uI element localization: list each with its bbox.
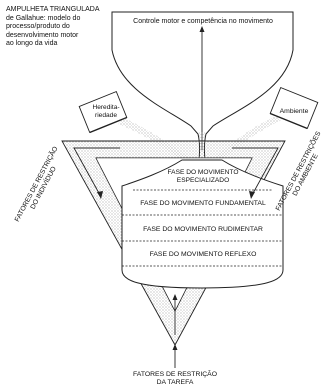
left-flow-arrow-head-icon xyxy=(97,191,103,199)
bottom-label-line2: DA TAREFA xyxy=(157,379,194,386)
phase-rudimentary: FASE DO MOVIMENTO RUDIMENTAR xyxy=(143,226,263,233)
heredity-label-line2: riedade xyxy=(95,112,117,119)
environment-label: Ambiente xyxy=(280,108,309,115)
phase-specialized-line2: ESPECIALIZADO xyxy=(177,177,229,184)
svg-text:FATORES DE RESTRIÇÃO: FATORES DE RESTRIÇÃO xyxy=(12,145,59,223)
center-up-arrow-head-icon xyxy=(172,294,178,300)
environment-bucket xyxy=(269,86,319,130)
right-flow-arrow xyxy=(232,147,279,196)
top-label: Controle motor e competência no moviment… xyxy=(133,18,273,25)
phase-reflex: FASE DO MOVIMENTO REFLEXO xyxy=(150,251,257,258)
right-flow-arrow-head-icon xyxy=(249,191,255,199)
bottom-label-line1: FATORES DE RESTRIÇÃO xyxy=(133,369,217,378)
environment-sand-stream xyxy=(216,116,282,160)
phase-specialized-line1: FASE DO MOVIMENTO xyxy=(168,169,239,176)
heredity-bucket xyxy=(78,90,128,134)
bottom-arrow-head-icon xyxy=(172,344,178,350)
top-arrow-head-icon xyxy=(199,26,205,32)
left-side-label: FATORES DE RESTRIÇÃO DO INDIVÍDUO xyxy=(12,145,59,223)
left-flow-arrow xyxy=(73,147,120,196)
phase-fundamental: FASE DO MOVIMENTO FUNDAMENTAL xyxy=(140,200,266,207)
hourglass-lower-bulb xyxy=(121,159,284,289)
heredity-label-line1: Heredita- xyxy=(92,104,119,111)
heredity-sand-stream xyxy=(118,118,188,160)
figure-caption: AMPULHETA TRIANGULADA de Gallahue: model… xyxy=(6,6,100,48)
